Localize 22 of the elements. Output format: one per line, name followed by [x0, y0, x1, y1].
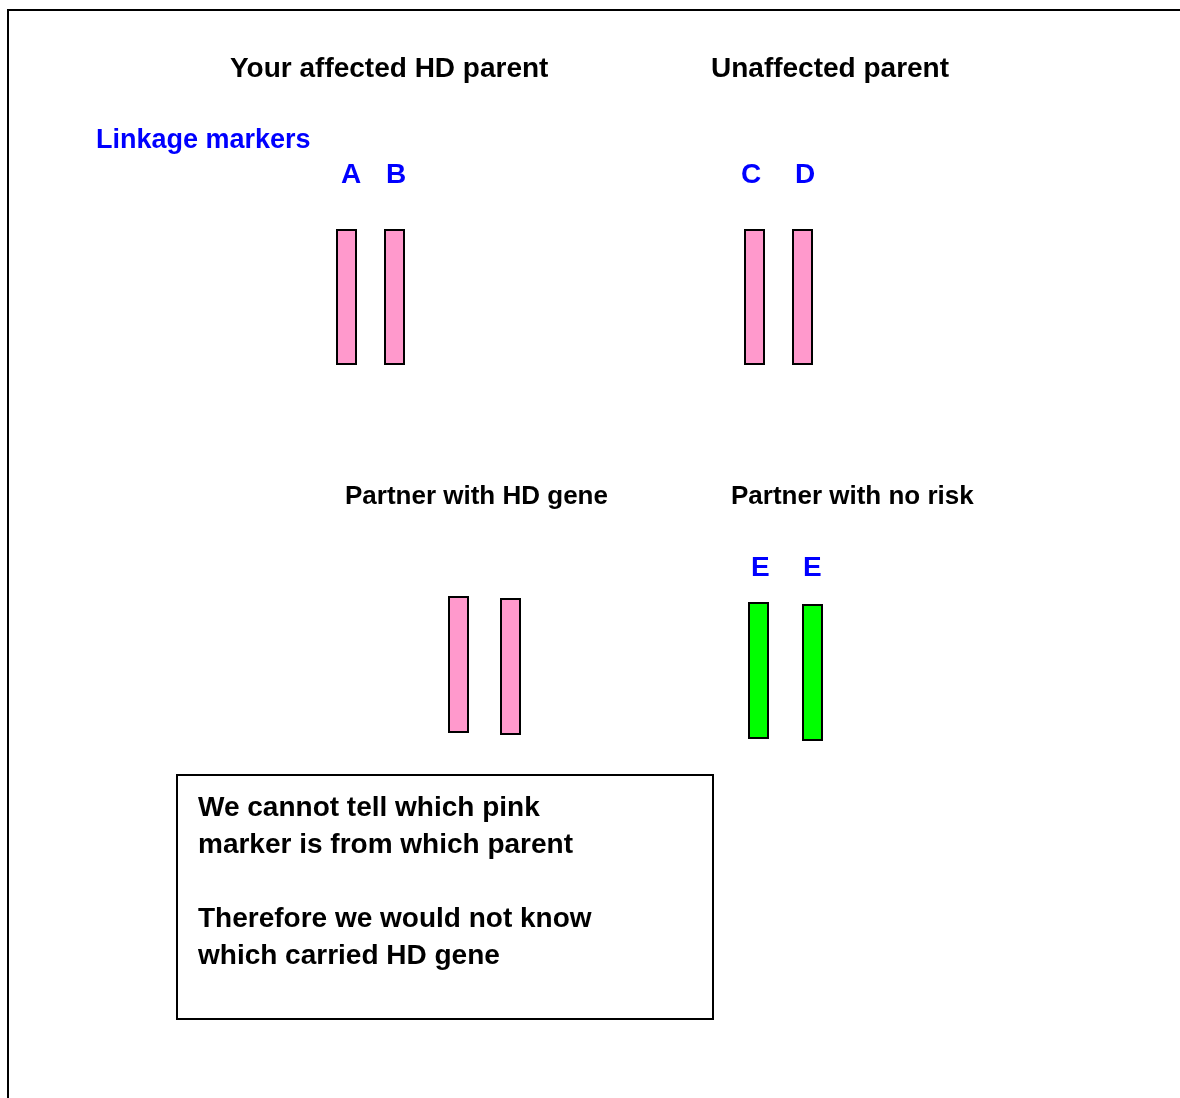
marker-letter: B	[386, 158, 407, 191]
heading-text: Partner with HD gene	[345, 481, 608, 511]
marker-letter: C	[741, 158, 762, 191]
chromosome-bar	[802, 604, 823, 741]
heading-text: Your affected HD parent	[230, 52, 549, 85]
chromosome-bar	[748, 602, 769, 739]
note-box	[176, 774, 714, 1020]
marker-letter: E	[751, 551, 770, 584]
marker-letter: D	[795, 158, 816, 191]
chromosome-bar	[792, 229, 813, 365]
chromosome-bar	[336, 229, 357, 365]
note-text: We cannot tell which pink marker is from which parent	[198, 790, 574, 861]
chromosome-bar	[384, 229, 405, 365]
heading-text: Partner with no risk	[731, 481, 974, 511]
chromosome-bar	[500, 598, 521, 735]
chromosome-bar	[744, 229, 765, 365]
note-text: Therefore we would not know which carried HD gene	[198, 901, 593, 972]
marker-letter: E	[803, 551, 822, 584]
heading-text: Unaffected parent	[711, 52, 950, 85]
legend-heading: Linkage markers	[96, 124, 311, 156]
marker-letter: A	[341, 158, 362, 191]
chromosome-bar	[448, 596, 469, 733]
